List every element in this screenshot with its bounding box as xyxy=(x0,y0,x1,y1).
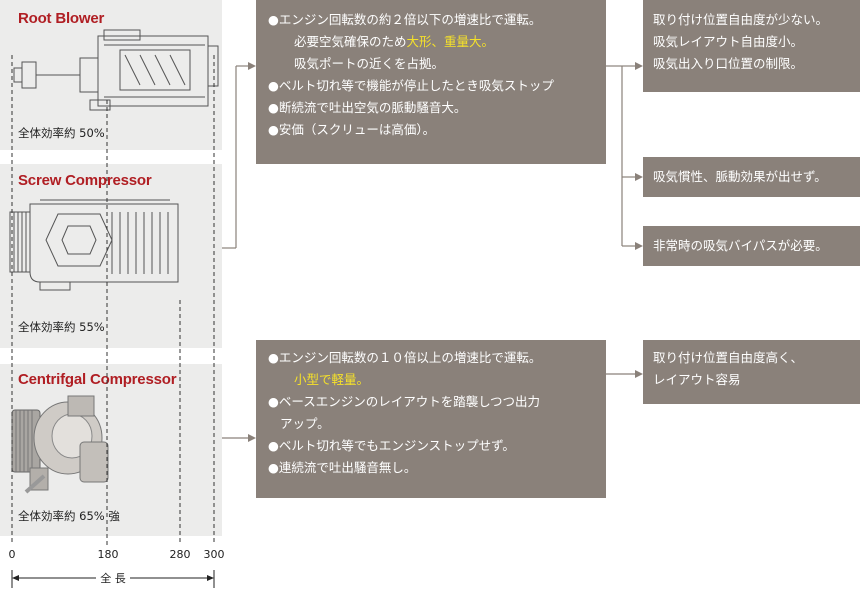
cf-highlight-small-light: 小型で軽量。 xyxy=(294,372,370,387)
pd-bullet-speed: ●エンジン回転数の約２倍以下の増速比で運転。 xyxy=(268,12,542,27)
connector-lines xyxy=(222,62,643,442)
pd-indent-port: 吸気ポートの近くを占拠。 xyxy=(294,56,445,71)
centrifugal-compressor-efficiency: 全体効率約 65% 強 xyxy=(18,509,120,523)
cf-bullet-layout: ●ベースエンジンのレイアウトを踏襲しつつ出力 xyxy=(268,394,541,409)
result-box-bypass-required: 非常時の吸気バイパスが必要。 xyxy=(643,226,860,266)
positive-displacement-features-box: ●エンジン回転数の約２倍以下の増速比で運転。 必要空気確保のため大形、重量大。 … xyxy=(256,0,606,164)
result-box-layout-easy: 取り付け位置自由度高く、 レイアウト容易 xyxy=(643,340,860,404)
screw-compressor-panel xyxy=(0,164,222,348)
scale-tick-0: 0 xyxy=(8,548,16,561)
pd-indent-size: 必要空気確保のため大形、重量大。 xyxy=(294,34,495,49)
root-blower-title: Root Blower xyxy=(18,10,105,27)
scale-tick-300: 300 xyxy=(203,548,225,561)
result-box-layout-limited: 取り付け位置自由度が少ない。 吸気レイアウト自由度小。 吸気出入り口位置の制限。 xyxy=(643,0,860,92)
pd-bullet-cost: ●安価（スクリューは高価）。 xyxy=(268,122,436,137)
length-scale xyxy=(11,570,215,588)
screw-compressor-title: Screw Compressor xyxy=(18,172,152,189)
screw-compressor-efficiency: 全体効率約 55% xyxy=(18,320,105,334)
centrifugal-features-box: ●エンジン回転数の１０倍以上の増速比で運転。 小型で軽量。 ●ベースエンジンのレ… xyxy=(256,340,606,498)
centrifugal-compressor-title: Centrifgal Compressor xyxy=(18,371,177,388)
pd-bullet-noise: ●断続流で吐出空気の脈動騒音大。 xyxy=(268,100,467,115)
cf-bullet-noise: ●連続流で吐出騒音無し。 xyxy=(268,460,417,475)
length-guides xyxy=(11,55,215,545)
scale-tick-180: 180 xyxy=(97,548,119,561)
pd-highlight-large-heavy: 大形、重量大。 xyxy=(406,34,495,49)
screw-compressor-illustration xyxy=(9,199,179,291)
scale-tick-280: 280 xyxy=(169,548,191,561)
cf-bullet-belt: ●ベルト切れ等でもエンジンストップせず。 xyxy=(268,438,515,453)
root-blower-efficiency: 全体効率約 50% xyxy=(18,126,105,140)
overall-length-label: 全 長 xyxy=(100,572,126,585)
root-blower-illustration xyxy=(13,29,219,111)
centrifugal-compressor-illustration xyxy=(11,395,109,494)
pd-bullet-belt: ●ベルト切れ等で機能が停止したとき吸気ストップ xyxy=(268,78,554,93)
cf-bullet-speed: ●エンジン回転数の１０倍以上の増速比で運転。 xyxy=(268,350,542,365)
cf-bullet-layout-cont: アップ。 xyxy=(280,416,330,431)
result-box-no-inertia-effect: 吸気慣性、脈動効果が出せず。 xyxy=(643,157,860,197)
